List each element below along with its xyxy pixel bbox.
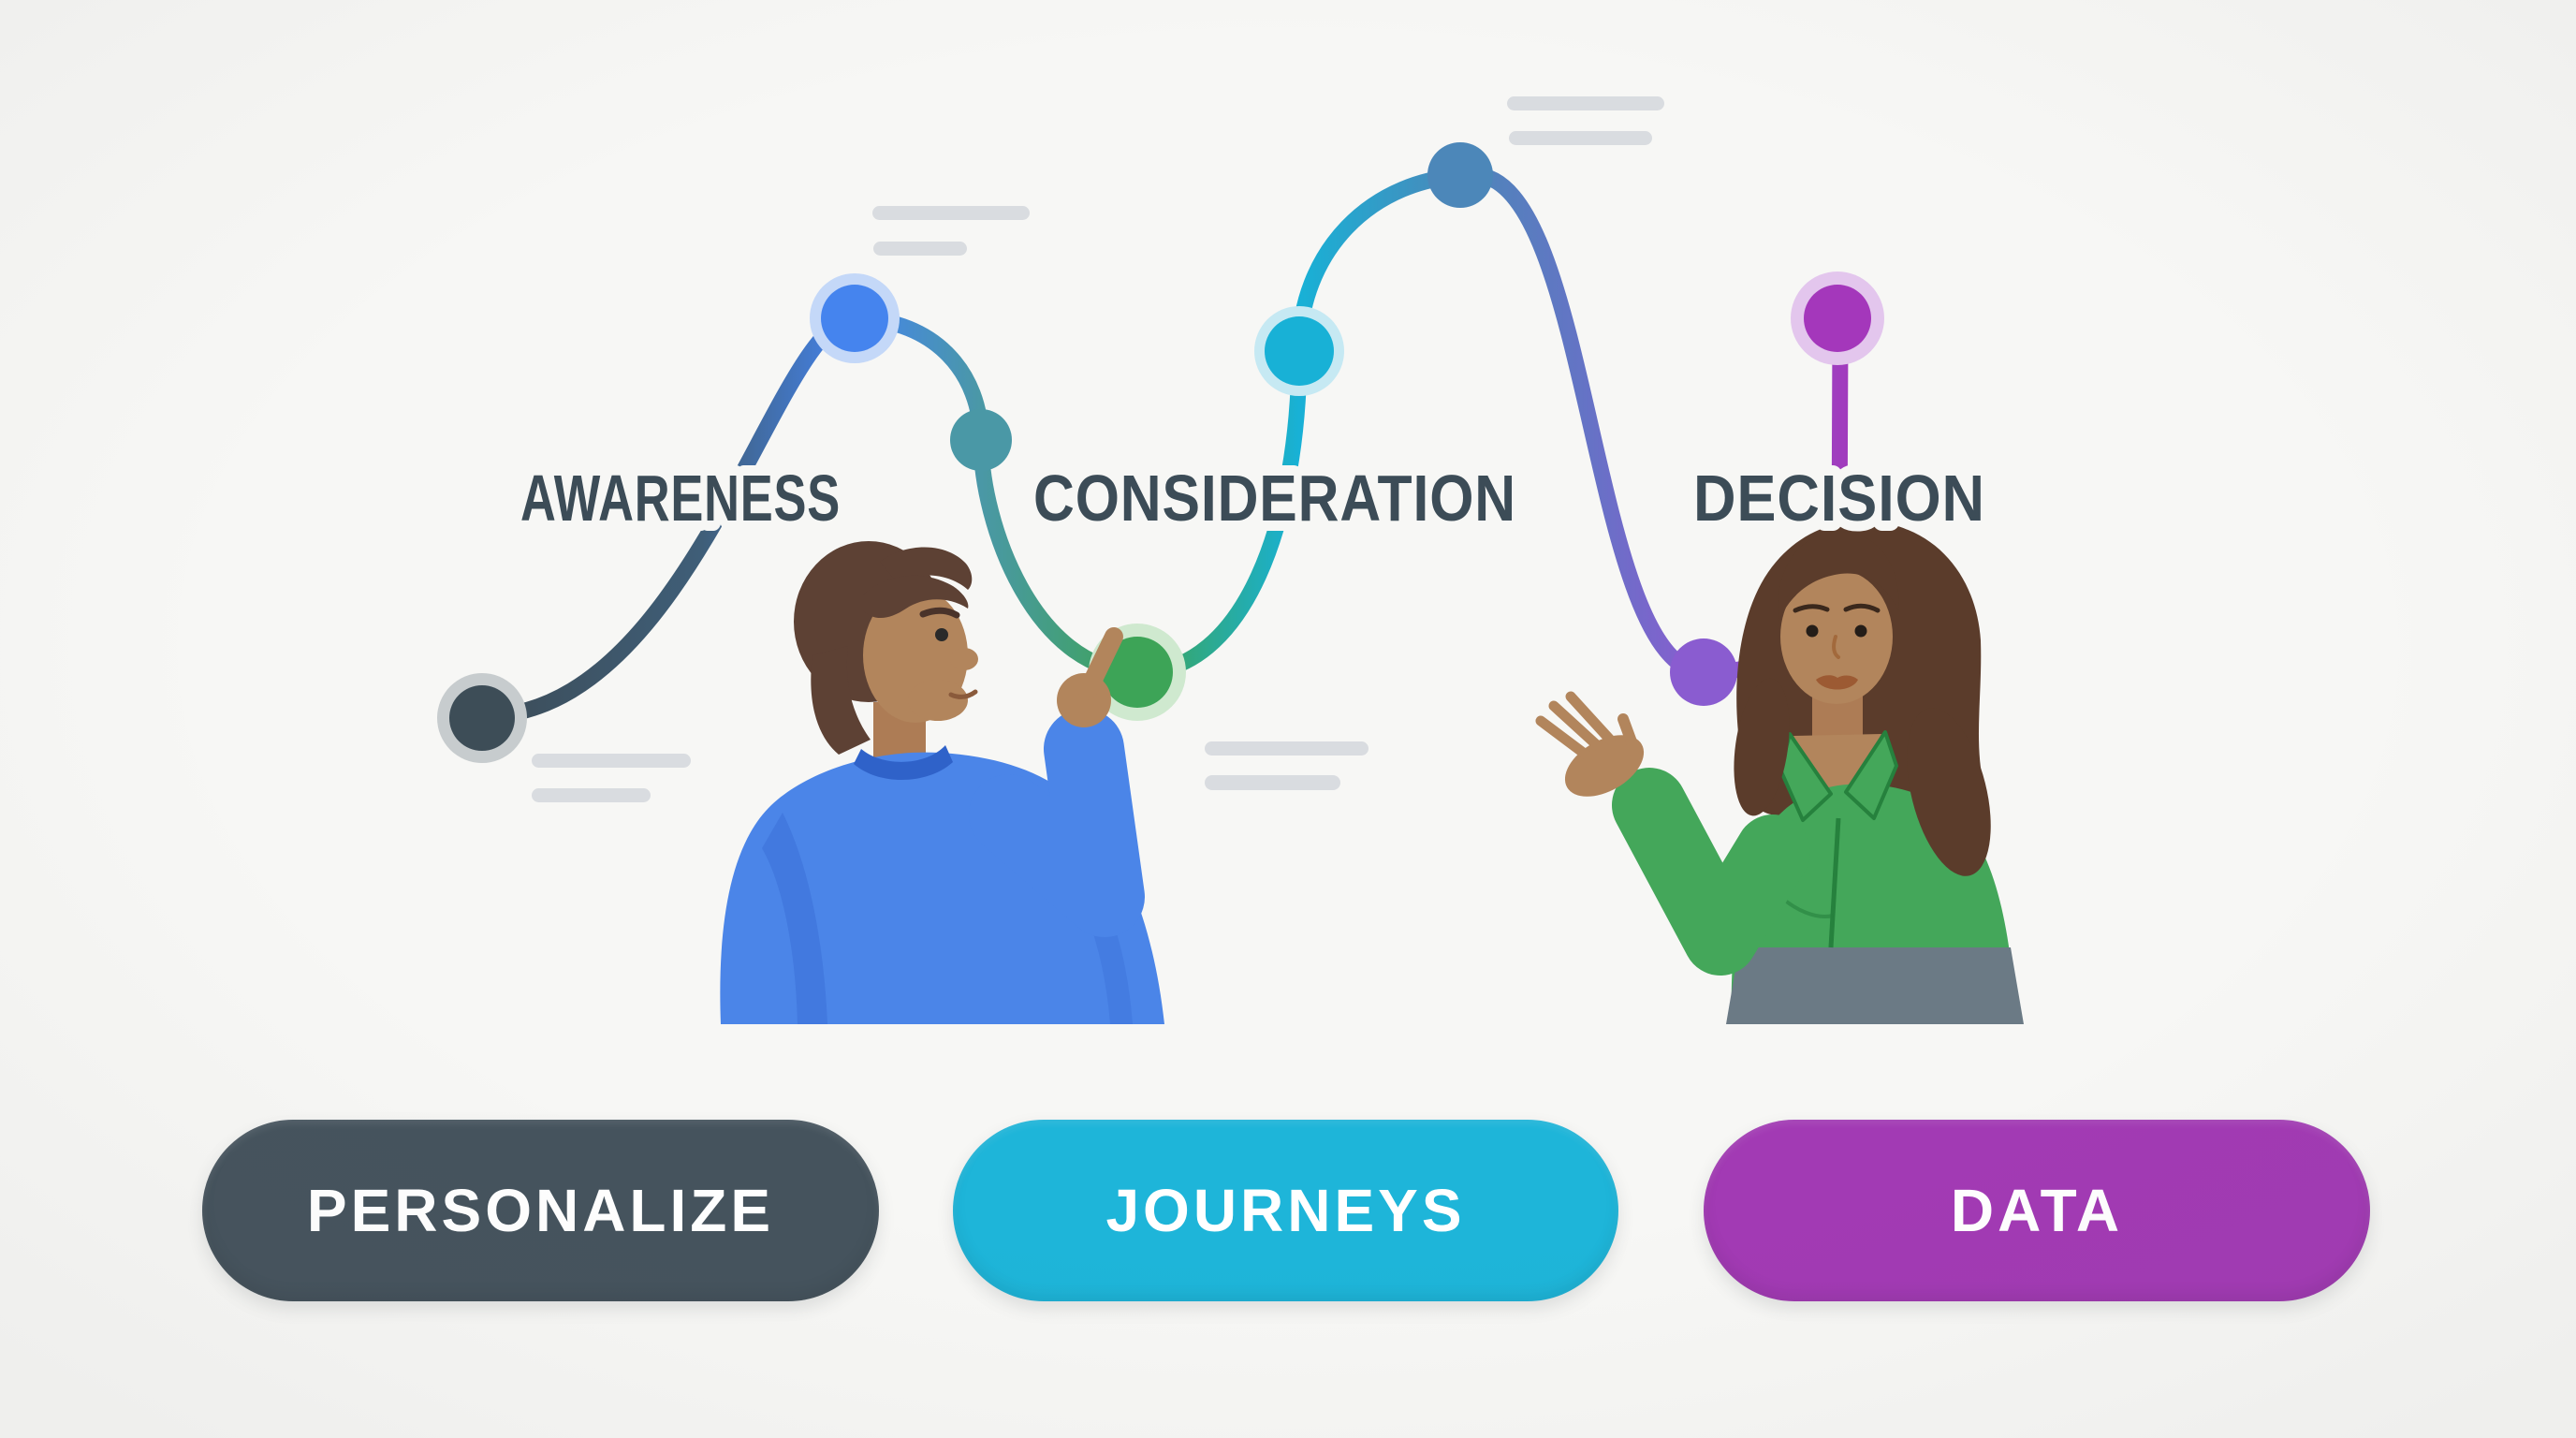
- man-collar: [854, 745, 953, 781]
- consideration-peak-dot: [1427, 142, 1493, 208]
- decor-line: [532, 788, 651, 802]
- man-eye: [935, 628, 948, 641]
- decor-line: [1205, 741, 1368, 756]
- awareness-label: AWARENESS: [520, 462, 841, 535]
- woman-finger: [1535, 715, 1591, 760]
- journey-start-dot: [449, 685, 515, 751]
- data-button[interactable]: DATA: [1704, 1120, 2370, 1301]
- man-nose: [950, 648, 978, 670]
- consideration-rise-dot: [1265, 316, 1334, 386]
- man-pointing-finger: [1078, 627, 1123, 700]
- man-hair-fringe: [863, 575, 969, 619]
- woman-hair-strand-right: [1907, 708, 1991, 876]
- man-raised-arm: [969, 709, 1145, 937]
- man-shirt-fold: [762, 813, 827, 1024]
- decor-lines: [532, 96, 1664, 802]
- man-illustration: [720, 541, 1164, 1024]
- woman-mouth: [1816, 675, 1858, 690]
- consideration-label: CONSIDERATION: [1033, 462, 1516, 535]
- decision-label: DECISION: [1693, 462, 1985, 535]
- awareness-peak-dot: [821, 285, 888, 352]
- woman-hair-fringe: [1778, 531, 1899, 622]
- woman-eye-left: [1806, 624, 1819, 638]
- awareness-descent-dot: [950, 409, 1012, 471]
- man-mouth: [948, 689, 978, 699]
- woman-finger: [1548, 700, 1603, 751]
- woman-finger: [1565, 691, 1616, 745]
- woman-nose: [1832, 635, 1840, 659]
- woman-hair-strand-left: [1734, 678, 1790, 816]
- decision-trough-dot: [1670, 638, 1737, 706]
- man-eyebrow: [919, 607, 960, 619]
- woman-thumb: [1617, 713, 1642, 760]
- decor-line: [872, 206, 1030, 220]
- consideration-trough-dot: [1102, 637, 1173, 708]
- decor-line: [873, 242, 967, 256]
- decor-line: [1507, 96, 1664, 110]
- woman-eye-right: [1854, 624, 1867, 638]
- woman-eyebrow-right: [1843, 603, 1881, 613]
- journeys-button-label: JOURNEYS: [1105, 1177, 1466, 1244]
- journey-dots: [437, 142, 1884, 763]
- woman-skirt: [1726, 947, 2024, 1024]
- man-jaw: [908, 680, 968, 721]
- woman-chest: [1793, 734, 1881, 818]
- data-button-label: DATA: [1950, 1177, 2124, 1244]
- personalize-button-label: PERSONALIZE: [306, 1177, 775, 1244]
- man-hair-nape: [811, 646, 871, 755]
- woman-extended-arm: [1612, 768, 1810, 976]
- decision-end-dot: [1804, 285, 1871, 352]
- decor-line: [1509, 131, 1652, 145]
- man-shirt-fold: [1060, 854, 1133, 1024]
- woman-eyebrow-left: [1793, 604, 1830, 613]
- personalize-button[interactable]: PERSONALIZE: [202, 1120, 879, 1301]
- journeys-button[interactable]: JOURNEYS: [953, 1120, 1618, 1301]
- woman-collar-right: [1844, 730, 1898, 820]
- decor-line: [532, 754, 691, 768]
- woman-placket-seam: [1828, 817, 1841, 948]
- woman-illustration: [1535, 521, 2024, 1024]
- decor-line: [1205, 775, 1340, 790]
